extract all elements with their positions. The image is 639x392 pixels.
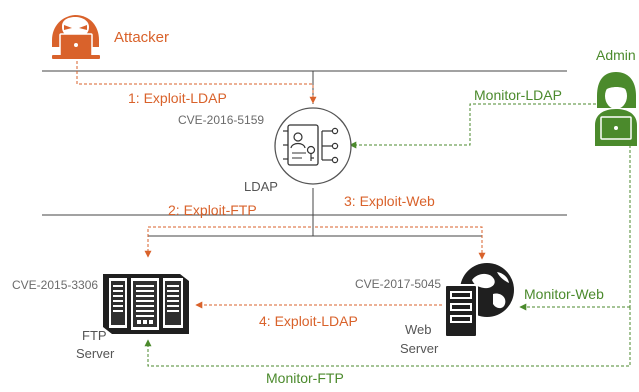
ftp-label-line2: Server — [76, 346, 115, 361]
web-cve-label: CVE-2017-5045 — [355, 277, 442, 291]
monitor-paths — [144, 103, 631, 367]
edge-label-exploit-web-3: 3: Exploit-Web — [344, 193, 435, 209]
attacker-label: Attacker — [114, 29, 170, 46]
exploit-web-3-path — [315, 226, 486, 260]
exploit-ldap-1-path — [76, 56, 317, 104]
web-label-line2: Server — [400, 341, 439, 356]
edge-label-exploit-ldap-4: 4: Exploit-LDAP — [259, 313, 358, 329]
admin-user-icon — [595, 72, 637, 146]
edge-label-monitor-web: Monitor-Web — [524, 286, 604, 302]
attack-paths — [76, 56, 486, 309]
web-label-line1: Web — [405, 322, 432, 337]
ftp-cve-label: CVE-2015-3306 — [12, 278, 99, 292]
monitor-ftp-path — [144, 307, 631, 367]
admin-label: Admin — [596, 47, 636, 63]
monitor-ldap-path — [349, 103, 596, 149]
edge-label-exploit-ftp-2: 2: Exploit-FTP — [168, 202, 257, 218]
exploit-ftp-2-path — [144, 226, 311, 258]
edge-label-monitor-ftp: Monitor-FTP — [266, 370, 344, 386]
ldap-label: LDAP — [244, 179, 278, 194]
ftp-label-line1: FTP — [82, 328, 107, 343]
hooded-hacker-icon — [52, 15, 100, 59]
web-server-globe-icon — [444, 263, 514, 338]
ldap-cve-label: CVE-2016-5159 — [178, 113, 265, 127]
edge-label-exploit-ldap-1: 1: Exploit-LDAP — [128, 90, 227, 106]
server-rack-icon — [103, 274, 189, 334]
edge-label-monitor-ldap: Monitor-LDAP — [474, 87, 562, 103]
ldap-directory-icon — [274, 107, 352, 185]
network-lines — [42, 70, 567, 237]
